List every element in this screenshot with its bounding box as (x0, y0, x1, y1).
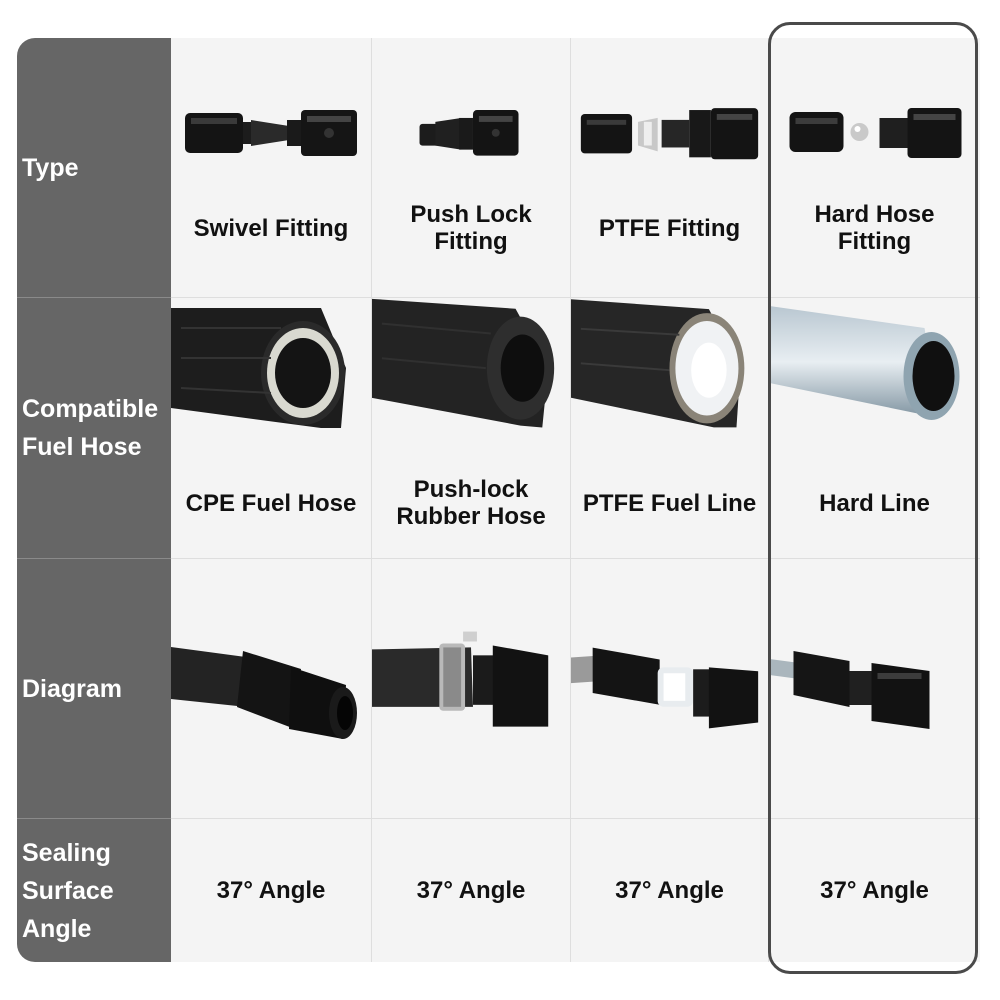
diagram-cell-hard-line (769, 559, 980, 819)
ptfe-hose-icon (571, 298, 768, 468)
push-lock-fitting-icon (372, 38, 570, 188)
hose-label: Hard Line (819, 489, 930, 517)
comparison-table: Type Swivel Fitting (17, 38, 980, 962)
hose-label: Push-lock Rubber Hose (396, 476, 546, 530)
ptfe-fitting-icon (571, 38, 768, 188)
type-label: Hard Hose Fitting (814, 201, 935, 255)
hose-label: PTFE Fuel Line (582, 489, 757, 517)
braided-hose-icon (171, 298, 371, 468)
type-label: PTFE Fitting (598, 214, 741, 242)
diagram-cell-ptfe (571, 559, 769, 819)
type-cell-ptfe: PTFE Fitting (571, 38, 769, 298)
diagram-cell-swivel (171, 559, 372, 819)
angle-label: 37° Angle (216, 877, 326, 904)
type-cell-swivel: Swivel Fitting (171, 38, 372, 298)
hose-cell-ptfe: PTFE Fuel Line (571, 298, 769, 559)
hard-line-assembly-icon (769, 589, 980, 789)
type-label: Swivel Fitting (193, 214, 349, 242)
row-label-compatible-fuel-hose: Compatible Fuel Hose (17, 298, 171, 559)
push-lock-clamp-assembly-icon (372, 589, 570, 789)
angle-label: 37° Angle (615, 877, 724, 904)
hard-hose-fitting-icon (769, 38, 980, 188)
hard-line-tube-icon (769, 298, 980, 468)
type-label: Push Lock Fitting (410, 201, 532, 255)
angle-cell-swivel: 37° Angle (171, 819, 372, 962)
hose-cell-rubber: Push-lock Rubber Hose (372, 298, 571, 559)
swivel-hose-assembly-icon (171, 589, 371, 789)
hose-cell-hard-line: Hard Line (769, 298, 980, 559)
ptfe-line-assembly-icon (571, 589, 768, 789)
hose-cell-cpe: CPE Fuel Hose (171, 298, 372, 559)
angle-cell-ptfe: 37° Angle (571, 819, 769, 962)
type-cell-hard-hose: Hard Hose Fitting (769, 38, 980, 298)
type-cell-push-lock: Push Lock Fitting (372, 38, 571, 298)
angle-label: 37° Angle (820, 877, 929, 904)
angle-cell-hard-line: 37° Angle (769, 819, 980, 962)
swivel-fitting-icon (171, 38, 371, 188)
rubber-hose-icon (372, 298, 570, 468)
row-label-type: Type (17, 38, 171, 298)
diagram-cell-push-lock (372, 559, 571, 819)
row-label-diagram: Diagram (17, 559, 171, 819)
angle-cell-push-lock: 37° Angle (372, 819, 571, 962)
angle-label: 37° Angle (416, 877, 526, 904)
hose-label: CPE Fuel Hose (185, 489, 357, 517)
row-label-sealing-surface-angle: Sealing Surface Angle (17, 819, 171, 962)
